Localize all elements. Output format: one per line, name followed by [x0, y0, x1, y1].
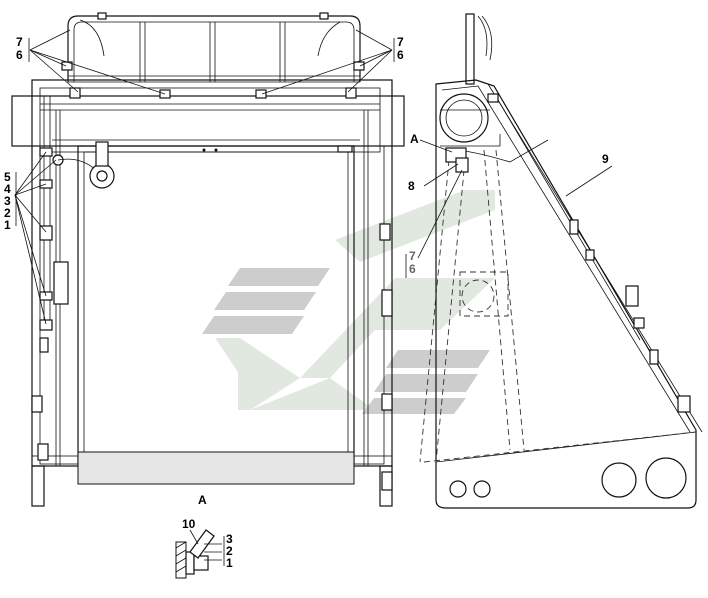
- label-detail-3: 3: [226, 532, 233, 546]
- door-opening: [77, 145, 355, 467]
- label-side-9: 9: [602, 152, 609, 166]
- front-view: [11, 12, 405, 507]
- label-side-8: 8: [408, 179, 415, 193]
- label-left-5: 5: [4, 170, 11, 184]
- label-detail-title: A: [198, 493, 207, 507]
- wire-right-top: [317, 21, 341, 57]
- label-detail-1: 1: [226, 556, 233, 570]
- label-side-6: 6: [409, 262, 416, 276]
- side-body: [435, 79, 697, 509]
- label-side-a: A: [410, 132, 419, 146]
- cab-header: [11, 95, 405, 147]
- side-leaders: [405, 139, 613, 278]
- front-leaders: [14, 29, 395, 325]
- label-detail-10: 10: [182, 517, 196, 531]
- label-left-1: 1: [4, 218, 11, 232]
- roll-bar-inner: [73, 21, 355, 82]
- label-detail-2: 2: [226, 544, 233, 558]
- left-plate: [53, 261, 69, 305]
- watermark-logo: [202, 190, 495, 414]
- side-view: [419, 13, 703, 509]
- label-top-right-6: 6: [397, 48, 404, 62]
- bottom-panel: [77, 451, 355, 485]
- label-top-left-6: 6: [16, 48, 23, 62]
- label-left-3: 3: [4, 194, 11, 208]
- label-side-7: 7: [409, 249, 416, 263]
- filter-circle: [439, 93, 489, 143]
- callout-labels: 7 6 7 6 5 4 3 2 1 A 8 9 7 6 A 10 3 2 1: [4, 35, 609, 570]
- label-top-left-7: 7: [16, 35, 23, 49]
- wire-left-top: [79, 19, 105, 57]
- label-left-4: 4: [4, 182, 11, 196]
- roll-bar-outer: [67, 15, 361, 82]
- label-left-2: 2: [4, 206, 11, 220]
- label-top-right-7: 7: [397, 35, 404, 49]
- detail-a: [175, 529, 225, 579]
